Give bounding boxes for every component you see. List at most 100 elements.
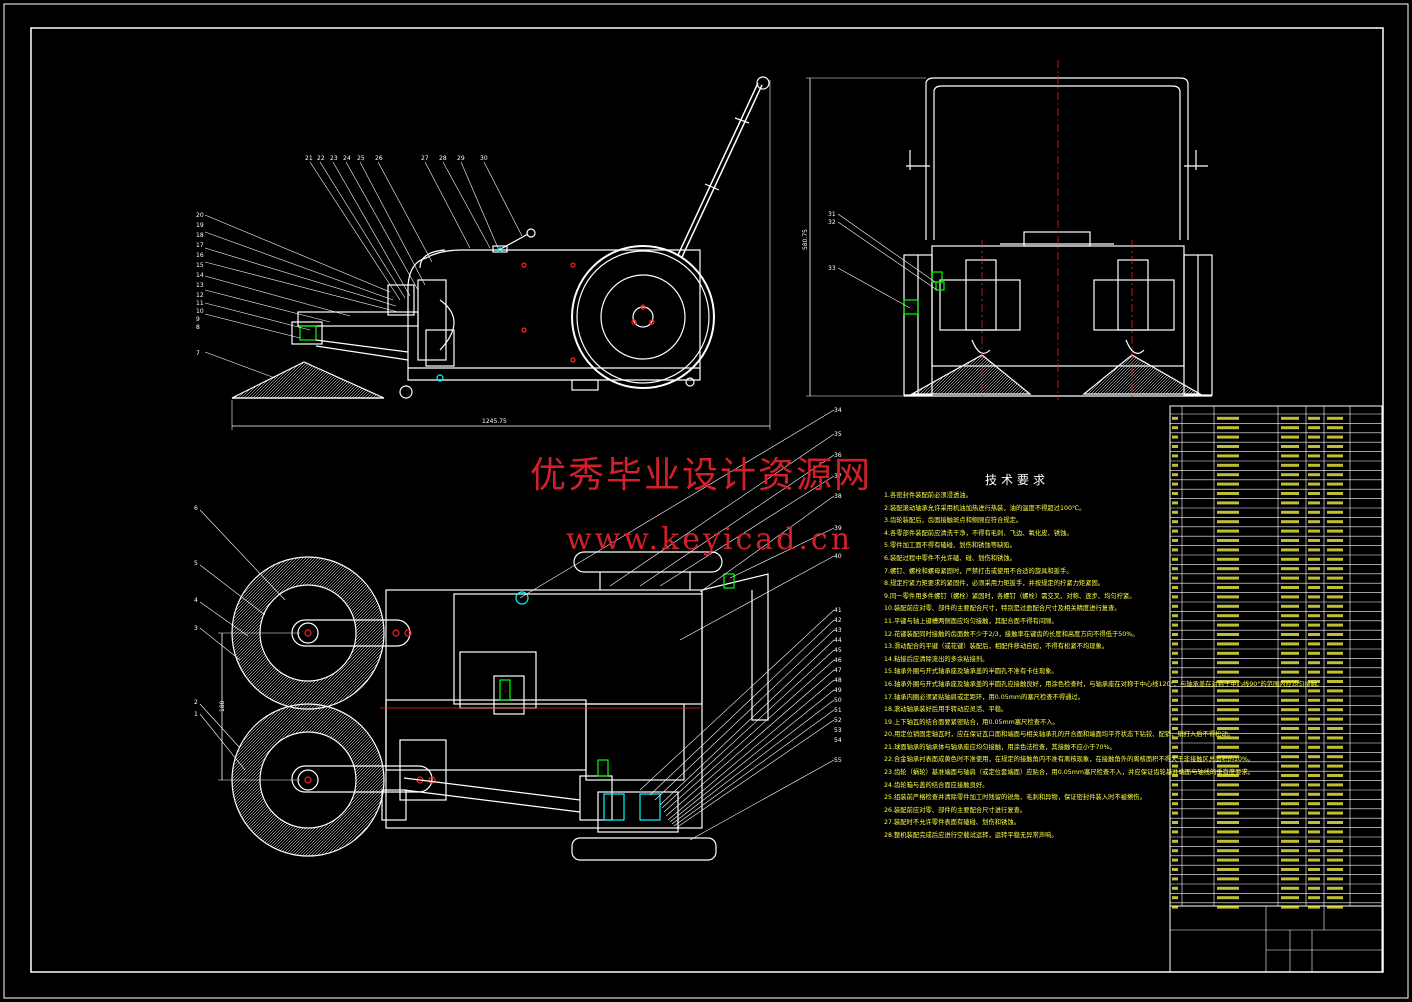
bom-cell-mark bbox=[1281, 680, 1299, 683]
bom-cell-mark bbox=[1308, 670, 1320, 674]
bom-cell-mark bbox=[1172, 792, 1178, 796]
callout-label: 10 bbox=[196, 308, 204, 315]
bom-cell-mark bbox=[1308, 576, 1320, 580]
bom-cell-mark bbox=[1281, 774, 1299, 777]
bom-cell-mark bbox=[1327, 548, 1343, 552]
bom-cell-mark bbox=[1327, 792, 1343, 796]
bom-cell-mark bbox=[1172, 868, 1178, 871]
bom-cell-mark bbox=[1308, 858, 1320, 862]
bom-cell-mark bbox=[1327, 642, 1343, 646]
callout-label: 34 bbox=[834, 407, 842, 414]
callout-label: 48 bbox=[834, 677, 842, 684]
bom-cell-mark bbox=[1217, 416, 1239, 420]
bom-cell-mark bbox=[1172, 886, 1178, 890]
bom-cell-mark bbox=[1327, 877, 1343, 881]
callout-label: 37 bbox=[834, 473, 842, 480]
tech-requirement-item: 13.滑动配合的平键（或花键）装配后，相配件移动自如，不得有松紧不均现象。 bbox=[884, 643, 1109, 651]
bom-cell-mark bbox=[1217, 708, 1239, 712]
bom-cell-mark bbox=[1281, 689, 1299, 693]
bom-cell-mark bbox=[1327, 896, 1343, 900]
bom-cell-mark bbox=[1172, 435, 1178, 439]
bom-cell-mark bbox=[1281, 604, 1299, 608]
bom-cell-mark bbox=[1308, 802, 1320, 806]
drawing-frame bbox=[3, 3, 1409, 999]
bom-cell-mark bbox=[1327, 510, 1343, 514]
bom-cell-mark bbox=[1308, 426, 1320, 430]
tech-requirement-item: 24.齿轮箱与盖的结合面应接触良好。 bbox=[884, 781, 989, 789]
bom-cell-mark bbox=[1327, 680, 1343, 683]
bom-cell-mark bbox=[1217, 604, 1239, 608]
callout-label: 31 bbox=[828, 211, 836, 218]
callout-label: 33 bbox=[828, 265, 836, 272]
bom-cell-mark bbox=[1217, 886, 1239, 890]
bom-cell-mark bbox=[1308, 586, 1320, 589]
bom-cell-mark bbox=[1172, 727, 1178, 730]
bom-cell-mark bbox=[1217, 539, 1239, 542]
watermark-text: 优秀毕业设计资源网 bbox=[530, 455, 873, 496]
callout-label: 54 bbox=[834, 737, 842, 744]
bom-cell-mark bbox=[1281, 670, 1299, 674]
bom-cell-mark bbox=[1281, 821, 1299, 824]
dimension-plan-gap: 180 bbox=[219, 700, 226, 712]
bom-cell-mark bbox=[1217, 595, 1239, 599]
bom-cell-mark bbox=[1172, 877, 1178, 881]
bom-cell-mark bbox=[1327, 463, 1343, 467]
bom-cell-mark bbox=[1327, 764, 1343, 768]
bom-cell-mark bbox=[1281, 736, 1299, 740]
bom-cell-mark bbox=[1308, 604, 1320, 608]
bom-cell-mark bbox=[1281, 548, 1299, 552]
callout-label: 13 bbox=[196, 282, 204, 289]
bom-cell-mark bbox=[1217, 463, 1239, 467]
tech-requirement-item: 10.装配前应对零、部件的主要配合尺寸，特别是过盈配合尺寸及相关精度进行复查。 bbox=[884, 605, 1121, 613]
bom-cell-mark bbox=[1327, 717, 1343, 721]
bom-cell-mark bbox=[1172, 698, 1178, 702]
bom-cell-mark bbox=[1327, 520, 1343, 524]
callout-label: 16 bbox=[196, 252, 204, 259]
callout-label: 40 bbox=[834, 553, 842, 560]
bom-cell-mark bbox=[1172, 670, 1178, 674]
tech-requirement-item: 11.平键与轴上键槽两侧面应均匀接触，其配合面不得有间隙。 bbox=[884, 617, 1058, 625]
bom-cell-mark bbox=[1172, 473, 1178, 477]
bom-cell-mark bbox=[1327, 426, 1343, 430]
bom-cell-mark bbox=[1217, 529, 1239, 533]
bom-cell-mark bbox=[1172, 839, 1178, 843]
bom-cell-mark bbox=[1308, 520, 1320, 524]
bom-cell-mark bbox=[1217, 520, 1239, 524]
bom-cell-mark bbox=[1281, 896, 1299, 900]
bom-cell-mark bbox=[1327, 905, 1343, 909]
bom-cell-mark bbox=[1281, 708, 1299, 712]
callout-label: 38 bbox=[834, 493, 842, 500]
bom-cell-mark bbox=[1327, 727, 1343, 730]
callout-label: 4 bbox=[194, 597, 198, 604]
callout-label: 9 bbox=[196, 316, 200, 323]
bom-cell-mark bbox=[1281, 435, 1299, 439]
bom-cell-mark bbox=[1281, 576, 1299, 580]
bom-cell-mark bbox=[1172, 529, 1178, 533]
bom-cell-mark bbox=[1327, 604, 1343, 608]
bom-cell-mark bbox=[1327, 839, 1343, 843]
callout-label: 11 bbox=[196, 300, 204, 307]
bom-cell-mark bbox=[1308, 877, 1320, 881]
tech-requirement-item: 26.装配前应对零、部件的主要配合尺寸进行复查。 bbox=[884, 806, 1027, 814]
callout-label: 41 bbox=[834, 607, 842, 614]
bom-cell-mark bbox=[1172, 604, 1178, 608]
bom-cell-mark bbox=[1327, 492, 1343, 495]
bom-cell-mark bbox=[1172, 642, 1178, 646]
callout-label: 7 bbox=[196, 350, 200, 357]
bom-cell-mark bbox=[1281, 595, 1299, 599]
bom-cell-mark bbox=[1327, 736, 1343, 740]
callout-label: 30 bbox=[480, 155, 488, 162]
bom-cell-mark bbox=[1217, 642, 1239, 646]
tech-requirements-list: 1.各密封件装配前必须浸透油。2.装配滚动轴承允许采用机油加热进行热装，油的温度… bbox=[884, 490, 1323, 843]
bom-cell-mark bbox=[1327, 708, 1343, 712]
bom-cell-mark bbox=[1327, 567, 1343, 571]
bom-cell-mark bbox=[1172, 623, 1178, 627]
bom-cell-mark bbox=[1327, 454, 1343, 458]
bom-cell-mark bbox=[1327, 830, 1343, 834]
bom-cell-mark bbox=[1172, 539, 1178, 542]
bom-cell-mark bbox=[1172, 783, 1178, 787]
callout-label: 53 bbox=[834, 727, 842, 734]
bom-cell-mark bbox=[1327, 557, 1343, 561]
bom-cell-mark bbox=[1217, 445, 1239, 448]
side-view-callouts: 21 22 23 24 25 26 27 28 29 30 20 19 18 1… bbox=[196, 155, 507, 425]
